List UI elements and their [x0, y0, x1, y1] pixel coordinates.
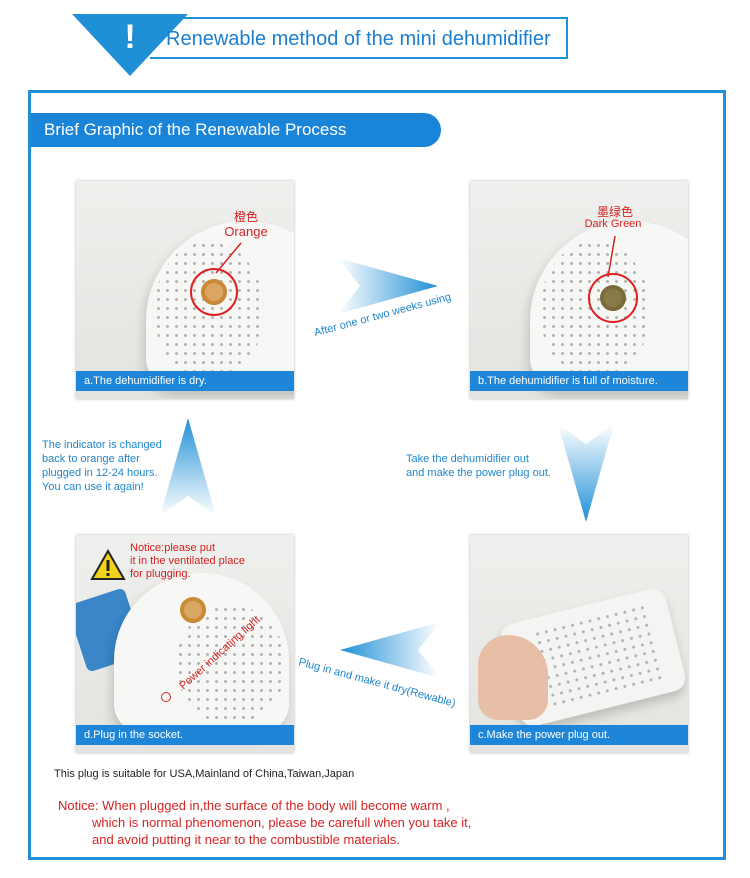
- pointer-line: [607, 235, 616, 278]
- flow-text-b-to-c: Take the dehumidifier out and make the p…: [406, 453, 551, 479]
- label-cn-dark-green: 墨绿色: [596, 205, 633, 219]
- caption-d: d.Plug in the socket.: [76, 725, 294, 745]
- power-light-marker: [161, 692, 171, 702]
- caption-b: b.The dehumidifier is full of moisture.: [470, 371, 688, 391]
- photo-panel-d: Power indicating light d.Plug in the soc…: [76, 535, 294, 753]
- photo-panel-c: c.Make the power plug out.: [470, 535, 688, 753]
- header-box: [150, 17, 568, 59]
- plug-compatibility-note: This plug is suitable for USA,Mainland o…: [54, 768, 355, 780]
- label-en-orange: Orange: [224, 224, 268, 239]
- photo-panel-b: 墨绿色 Dark Green b.The dehumidifier is ful…: [470, 181, 688, 399]
- notice-label: Notice:: [58, 798, 99, 813]
- safety-notice: Notice: When plugged in,the surface of t…: [58, 798, 472, 847]
- flow-text-d-to-a: The indicator is changed back to orange …: [42, 439, 162, 493]
- caption-a: a.The dehumidifier is dry.: [76, 371, 294, 391]
- photo-panel-a: 橙色 Orange a.The dehumidifier is dry.: [76, 181, 294, 399]
- alert-triangle-icon: [72, 14, 188, 76]
- vent-holes: [176, 605, 286, 725]
- arrow-right-icon: [338, 258, 438, 314]
- arrow-down-icon: [558, 424, 614, 522]
- section-tab: [31, 113, 441, 147]
- warning-icon: [90, 549, 126, 580]
- hand-image: [478, 635, 548, 720]
- label-en-dark-green: Dark Green: [584, 218, 642, 230]
- content-frame: [28, 90, 726, 860]
- arrow-up-icon: [160, 418, 216, 516]
- indicator-window-orange: [180, 597, 206, 623]
- arrow-left-icon: [340, 622, 440, 678]
- label-cn-orange: 橙色: [233, 210, 258, 224]
- highlight-ring: [588, 273, 638, 323]
- ventilation-notice: Notice:please put it in the ventilated p…: [130, 542, 245, 580]
- page-title: Renewable method of the mini dehumidifie…: [166, 28, 551, 50]
- caption-c: c.Make the power plug out.: [470, 725, 688, 745]
- section-title: Brief Graphic of the Renewable Process: [44, 120, 347, 139]
- highlight-ring: [190, 268, 238, 316]
- pointer-line: [215, 242, 242, 274]
- exclamation-icon: !: [124, 18, 136, 56]
